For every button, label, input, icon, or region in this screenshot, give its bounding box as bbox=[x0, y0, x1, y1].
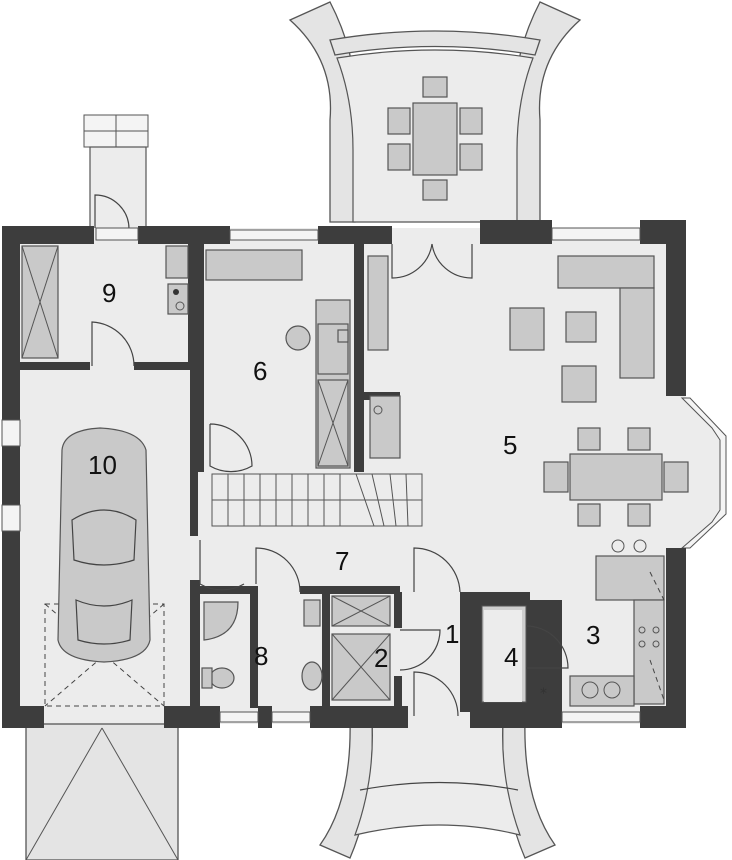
room-number-10: 10 bbox=[88, 450, 117, 480]
car bbox=[57, 427, 151, 663]
room-number-5: 5 bbox=[503, 430, 517, 460]
svg-text:*: * bbox=[540, 686, 547, 702]
dining-set-terrace bbox=[387, 76, 483, 201]
garage-driveway bbox=[25, 603, 179, 860]
room-number-6: 6 bbox=[253, 356, 267, 386]
room-9-fixtures bbox=[21, 245, 189, 359]
utility-entry bbox=[83, 114, 149, 230]
office-furniture bbox=[205, 249, 351, 469]
room-number-8: 8 bbox=[254, 641, 268, 671]
room-number-4: 4 bbox=[504, 642, 518, 672]
staircase bbox=[211, 473, 423, 527]
room-4-pantry bbox=[481, 605, 527, 703]
front-terrace bbox=[319, 719, 556, 859]
bathroom-fixtures bbox=[201, 595, 391, 701]
room-number-2: 2 bbox=[374, 643, 388, 673]
room-number-3: 3 bbox=[586, 620, 600, 650]
doors bbox=[91, 243, 569, 717]
room-number-7: 7 bbox=[335, 546, 349, 576]
room-number-1: 1 bbox=[445, 619, 459, 649]
windows bbox=[1, 227, 641, 723]
room-labels: 1 2 3 4 5 6 7 8 9 10 bbox=[88, 278, 600, 673]
living-furniture bbox=[367, 255, 689, 527]
kitchen-fixtures: * bbox=[540, 539, 665, 707]
room-number-9: 9 bbox=[102, 278, 116, 308]
